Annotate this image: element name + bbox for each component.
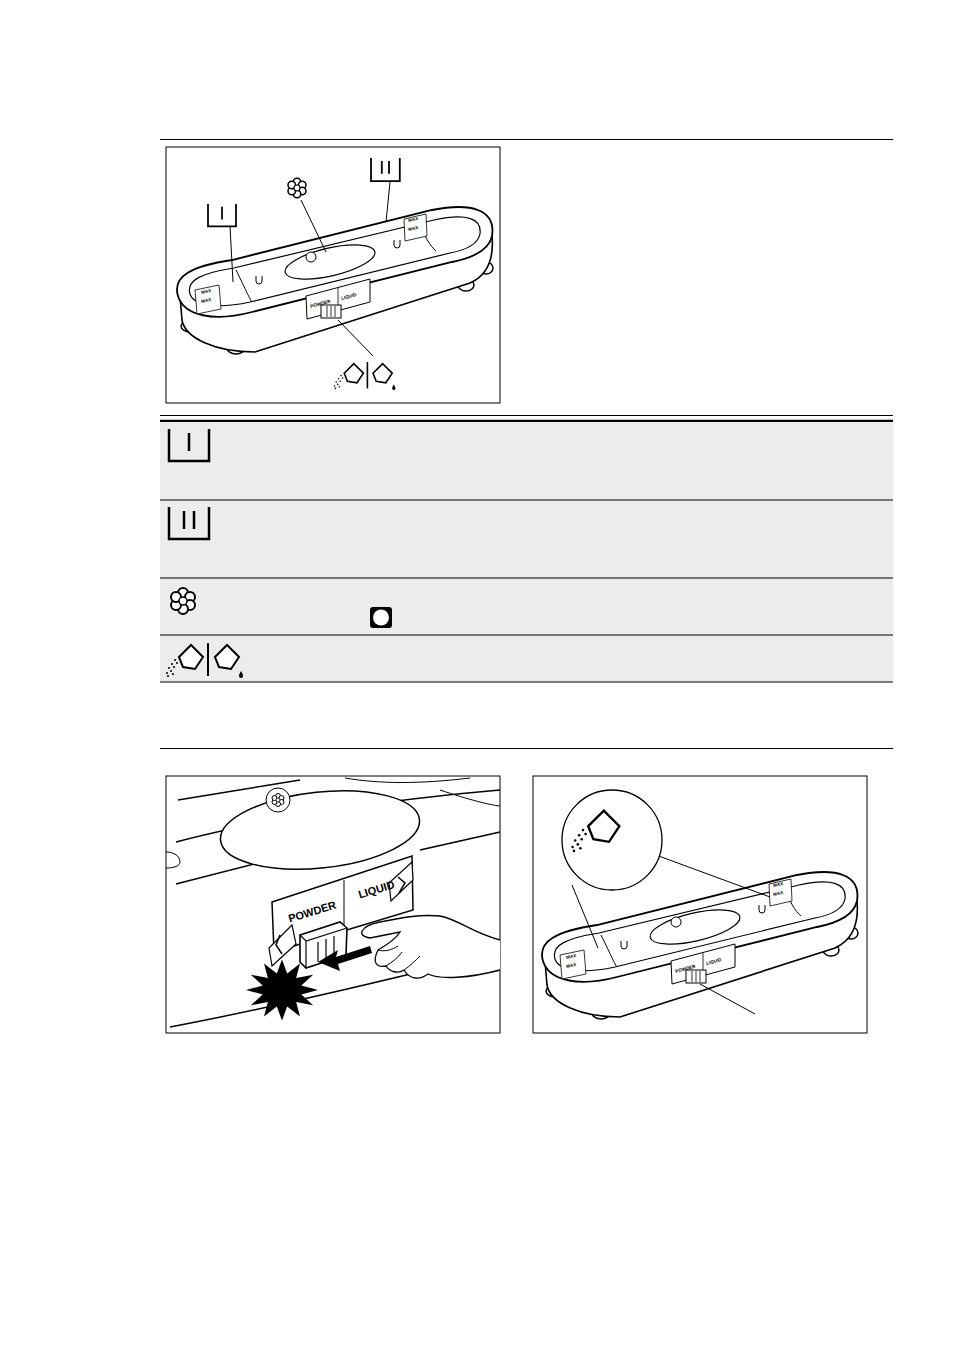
symbol-table xyxy=(160,500,893,578)
symbol-table xyxy=(370,607,392,628)
figure-overview xyxy=(371,158,400,181)
figure-powder-position xyxy=(574,839,577,842)
rules xyxy=(160,139,893,140)
rules xyxy=(160,748,893,749)
figure-overview xyxy=(177,207,493,354)
symbol-table xyxy=(166,643,243,678)
figure-selector-closeup xyxy=(318,946,372,971)
figure-powder-position xyxy=(571,846,574,849)
figure-powder-position xyxy=(571,811,619,853)
figure-overview xyxy=(334,362,396,390)
figure-selector-closeup xyxy=(398,877,405,893)
figure-powder-position xyxy=(573,850,576,853)
figure-selector-closeup xyxy=(378,946,420,970)
click-burst xyxy=(246,959,318,1020)
figure-powder-position xyxy=(542,872,858,1019)
figure-overview xyxy=(288,178,306,198)
click-burst xyxy=(246,959,318,1020)
figure-powder-position xyxy=(584,833,587,836)
figure-overview xyxy=(288,178,306,198)
figure-powder-position xyxy=(580,838,583,841)
symbol-table xyxy=(171,588,195,614)
figure-powder-position xyxy=(542,872,858,1019)
figure-overview xyxy=(208,204,236,226)
figure-selector-closeup xyxy=(272,794,284,807)
symbol-table xyxy=(160,422,893,682)
figure-selector-closeup xyxy=(170,780,500,1027)
figure-powder-position xyxy=(700,984,755,1014)
figure-powder-position xyxy=(588,811,619,842)
figure-selector-closeup xyxy=(266,788,290,812)
symbol-table xyxy=(160,578,893,635)
figure-overview xyxy=(371,158,400,181)
symbol-table xyxy=(160,635,893,682)
figure-selector-closeup xyxy=(362,915,500,978)
rules xyxy=(160,415,893,416)
figure-powder-position xyxy=(582,829,585,832)
figure-overview xyxy=(334,362,396,390)
figure-powder-position xyxy=(579,847,582,850)
figure-selector-closeup xyxy=(276,935,282,954)
figure-overview xyxy=(208,204,236,226)
symbol-table xyxy=(160,422,893,500)
symbol-table xyxy=(169,507,209,539)
symbol-table xyxy=(169,429,209,461)
figure-selector-closeup xyxy=(272,794,284,807)
figure-selector-closeup xyxy=(166,776,500,1033)
figure-selector-closeup xyxy=(269,925,296,966)
figure-powder-position xyxy=(571,829,587,852)
figure-overview xyxy=(166,147,500,403)
figure-powder-position xyxy=(577,843,580,846)
figure-selector-closeup xyxy=(166,776,500,1033)
figure-overview xyxy=(166,147,500,403)
symbol-table xyxy=(160,500,893,682)
symbol-table xyxy=(373,610,389,626)
figure-powder-position xyxy=(533,776,867,1033)
figure-powder-position xyxy=(578,834,581,837)
figure-powder-position xyxy=(562,790,662,890)
rules xyxy=(160,140,893,749)
figure-overview xyxy=(230,182,390,356)
figure-powder-position xyxy=(533,776,867,1033)
rules xyxy=(160,420,893,423)
figure-selector-closeup xyxy=(344,880,345,930)
figure-selector-closeup xyxy=(166,852,180,868)
